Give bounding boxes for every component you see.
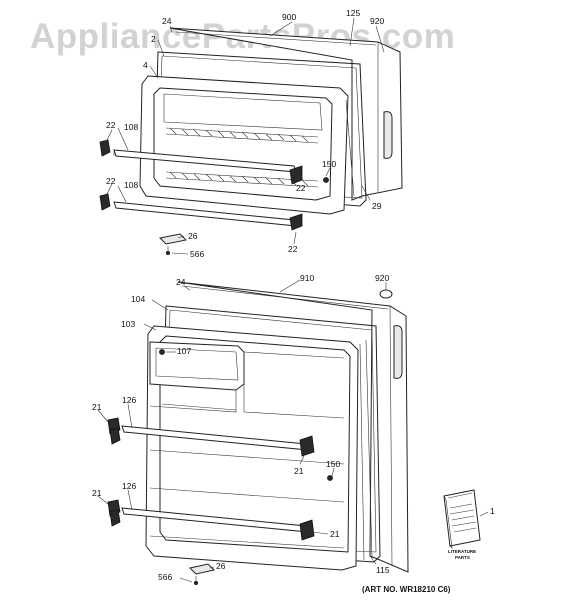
art-number: (ART NO. WR18210 C6) bbox=[362, 585, 451, 594]
shelf-bar-end-caps-top bbox=[99, 139, 303, 231]
label-115: 115 bbox=[376, 565, 390, 575]
literature-label-line2: PARTS bbox=[455, 555, 470, 560]
dairy-compartment bbox=[149, 341, 245, 391]
label-125: 125 bbox=[346, 8, 360, 18]
label-21-d: 21 bbox=[330, 529, 340, 539]
label-22-b: 22 bbox=[296, 183, 306, 193]
fresh-food-trim-strip bbox=[365, 339, 373, 559]
label-24-top: 24 bbox=[162, 16, 172, 26]
label-24-bottom: 24 bbox=[176, 277, 186, 287]
fresh-food-outer-door-panel bbox=[177, 281, 409, 573]
label-910: 910 bbox=[300, 273, 314, 283]
label-126-a: 126 bbox=[122, 395, 136, 405]
label-900: 900 bbox=[282, 12, 296, 22]
label-21-c: 21 bbox=[92, 488, 102, 498]
shelf-bar-end-caps-bottom bbox=[107, 417, 315, 541]
label-126-b: 126 bbox=[122, 481, 136, 491]
label-108-b: 108 bbox=[124, 180, 138, 190]
label-22-c: 22 bbox=[106, 176, 116, 186]
label-107: 107 bbox=[177, 346, 191, 356]
part-labels-bottom: 24 910 920 104 103 107 21 126 21 150 21 … bbox=[92, 273, 495, 582]
leader-lines-bottom bbox=[97, 279, 489, 583]
dairy-compartment-knob bbox=[159, 349, 165, 355]
fresh-food-screw-150 bbox=[327, 475, 333, 481]
label-22-d: 22 bbox=[288, 244, 298, 254]
fresh-food-hinge-block bbox=[189, 563, 215, 575]
label-920-top: 920 bbox=[370, 16, 384, 26]
part-labels-top: 24 900 125 920 2 4 22 108 150 22 22 108 … bbox=[106, 8, 384, 259]
freezer-door-assembly bbox=[99, 27, 403, 255]
label-21-a: 21 bbox=[92, 402, 102, 412]
freezer-trim-strip bbox=[345, 99, 355, 197]
freezer-hinge-block bbox=[158, 233, 188, 245]
fresh-food-hinge-screw bbox=[193, 581, 198, 586]
fresh-food-handle-recess bbox=[393, 325, 403, 379]
label-2: 2 bbox=[151, 34, 156, 44]
label-108-a: 108 bbox=[124, 122, 138, 132]
label-920-bottom: 920 bbox=[375, 273, 389, 283]
label-22-a: 22 bbox=[106, 120, 116, 130]
label-1: 1 bbox=[490, 506, 495, 516]
label-566-top: 566 bbox=[190, 249, 204, 259]
label-21-b: 21 bbox=[294, 466, 304, 476]
label-150-bottom: 150 bbox=[326, 459, 340, 469]
label-26-top: 26 bbox=[188, 231, 198, 241]
label-566-bottom: 566 bbox=[158, 572, 172, 582]
freezer-handle-recess bbox=[383, 111, 393, 159]
fresh-food-plug-920 bbox=[379, 289, 393, 299]
label-29: 29 bbox=[372, 201, 382, 211]
freezer-hinge-screw bbox=[165, 250, 170, 255]
label-150-top: 150 bbox=[322, 159, 336, 169]
leader-lines-top bbox=[105, 17, 385, 255]
fresh-food-door-assembly bbox=[107, 281, 409, 586]
freezer-screw-150 bbox=[323, 177, 329, 183]
literature-label-line1: LITERATURE bbox=[448, 549, 476, 554]
label-4: 4 bbox=[143, 60, 148, 70]
label-103: 103 bbox=[121, 319, 135, 329]
literature-booklet: LITERATURE PARTS bbox=[443, 489, 481, 560]
label-104: 104 bbox=[131, 294, 145, 304]
label-26-bottom: 26 bbox=[216, 561, 226, 571]
